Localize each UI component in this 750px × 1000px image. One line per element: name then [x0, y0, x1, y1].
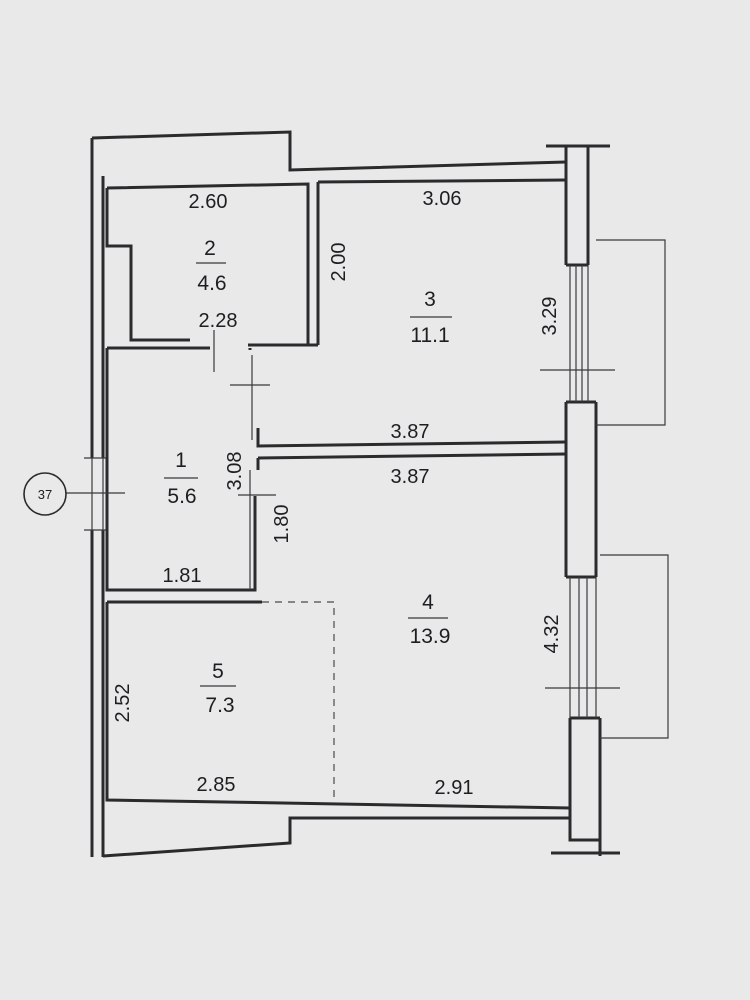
dim-room4-bottom: 2.91	[435, 777, 474, 799]
dim-room3-height: 3.29	[539, 297, 561, 336]
room-1-area: 5.6	[167, 485, 196, 508]
dim-room2-height: 2.00	[328, 243, 350, 282]
apartment-marker-label: 37	[38, 487, 52, 502]
dim-room1-door: 1.80	[271, 505, 293, 544]
dim-room5-bottom: 2.85	[197, 774, 236, 796]
room-3-area: 11.1	[410, 324, 449, 347]
room-3-number: 3	[424, 288, 436, 311]
door-ticks	[213, 330, 276, 590]
dimension-labels: 2.60 2.28 2.00 3.06 3.29 3.87 3.87 4.32 …	[112, 188, 563, 799]
balconies	[540, 239, 669, 739]
room-3-walls	[252, 178, 567, 448]
room-4-5-walls	[105, 452, 571, 810]
room-5-number: 5	[212, 660, 224, 683]
dim-room1-height: 3.08	[224, 452, 246, 491]
dim-room4-height: 4.32	[541, 615, 563, 654]
room-1-walls	[105, 346, 260, 592]
room-2-number: 2	[204, 237, 216, 260]
dim-room3-bottom: 3.87	[391, 421, 430, 443]
left-window	[84, 457, 108, 531]
room-1-number: 1	[175, 449, 187, 472]
dim-room3-width: 3.06	[423, 188, 462, 210]
dim-room4-top: 3.87	[391, 466, 430, 488]
dim-room1-bottom: 1.81	[163, 565, 202, 587]
room-4-area: 13.9	[410, 625, 451, 648]
apartment-marker: 37	[23, 472, 125, 516]
dim-room2-bottom: 2.28	[199, 310, 238, 332]
dim-room2-width: 2.60	[189, 191, 228, 213]
room-4-number: 4	[422, 591, 434, 614]
dim-room5-height: 2.52	[112, 684, 134, 723]
room-2-area: 4.6	[197, 272, 226, 295]
room-5-area: 7.3	[205, 694, 234, 717]
room-labels: 2 4.6 3 11.1 1 5.6 4 13.9 5 7.3	[164, 237, 452, 717]
